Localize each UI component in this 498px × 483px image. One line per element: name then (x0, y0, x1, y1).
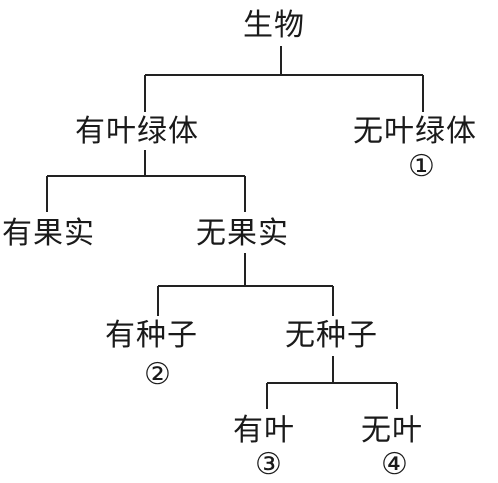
node-root: 生物 (243, 8, 305, 43)
node-with-seed: 有种子 (105, 318, 198, 353)
node-without-leaf: 无叶 (361, 413, 423, 448)
node-without-seed: 无种子 (285, 318, 378, 353)
node-without-fruit: 无果实 (196, 216, 289, 251)
marker-2: ② (144, 357, 171, 392)
node-with-chlorophyll: 有叶绿体 (75, 114, 199, 149)
marker-3: ③ (255, 447, 282, 482)
node-with-fruit: 有果实 (2, 216, 95, 251)
node-without-chlorophyll: 无叶绿体 (353, 114, 477, 149)
marker-4: ④ (381, 447, 408, 482)
node-with-leaf: 有叶 (233, 413, 295, 448)
marker-1: ① (408, 149, 435, 184)
